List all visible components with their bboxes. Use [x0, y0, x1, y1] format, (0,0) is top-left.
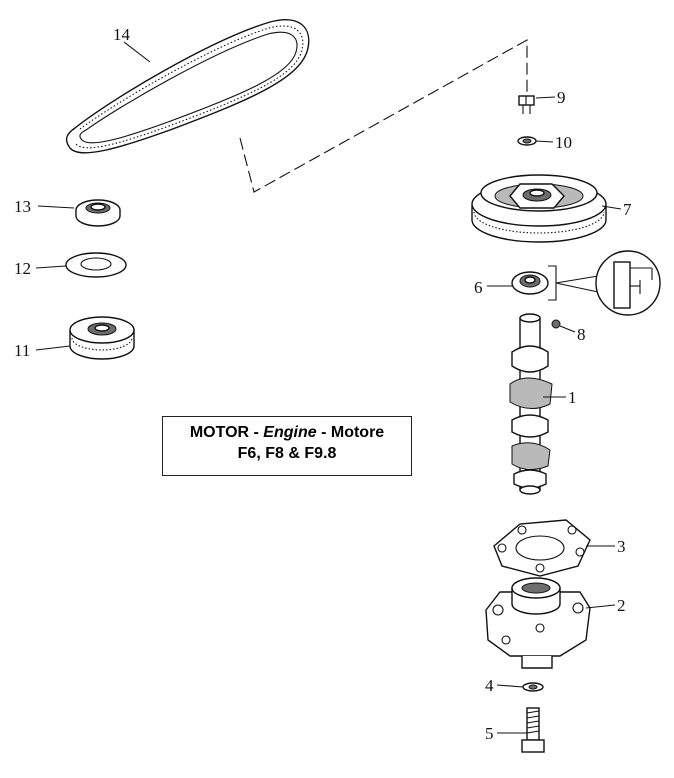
title-separator-2: - [316, 424, 331, 441]
crank-pulley-part-11 [69, 316, 135, 360]
timing-belt-part-14 [65, 19, 310, 154]
bolt-part-9 [518, 95, 535, 114]
screw-part-5 [521, 707, 545, 753]
pin-part-8 [551, 319, 561, 329]
callout-14: 14 [113, 25, 131, 44]
callout-8: 8 [577, 325, 586, 344]
washer-part-12 [65, 252, 127, 278]
title-separator-1: - [249, 424, 264, 441]
callout-12: 12 [14, 259, 31, 278]
callout-3: 3 [617, 537, 626, 556]
title-box: MOTOR - Engine - Motore F6, F8 & F9.8 [162, 416, 412, 476]
callout-10: 10 [555, 133, 572, 152]
callout-9: 9 [557, 88, 566, 107]
callout-11: 11 [14, 341, 30, 360]
assembly-dash-line [239, 39, 528, 193]
callout-5: 5 [485, 724, 494, 743]
callout-6: 6 [474, 278, 483, 297]
pump-housing-part-2 [485, 577, 591, 669]
camshaft-part-1 [509, 313, 553, 495]
title-models: F6, F8 & F9.8 [237, 445, 337, 462]
crank-gear-part-13 [75, 199, 121, 227]
washer-part-4 [522, 682, 544, 692]
cam-pulley-part-7 [471, 174, 607, 243]
callout-1: 1 [568, 388, 577, 407]
title-motor: MOTOR [189, 424, 250, 441]
title-line-1: MOTOR - Engine - Motore [163, 424, 411, 442]
callout-2: 2 [617, 596, 626, 615]
callout-7: 7 [623, 200, 632, 219]
leader-lines [35, 41, 622, 734]
title-motore: Motore [330, 424, 385, 441]
gasket-part-3 [493, 519, 591, 577]
callout-4: 4 [485, 676, 494, 695]
title-engine: Engine [263, 424, 317, 441]
washer-part-10 [517, 136, 537, 146]
oil-seal-part-6 [511, 250, 661, 316]
callout-13: 13 [14, 197, 31, 216]
